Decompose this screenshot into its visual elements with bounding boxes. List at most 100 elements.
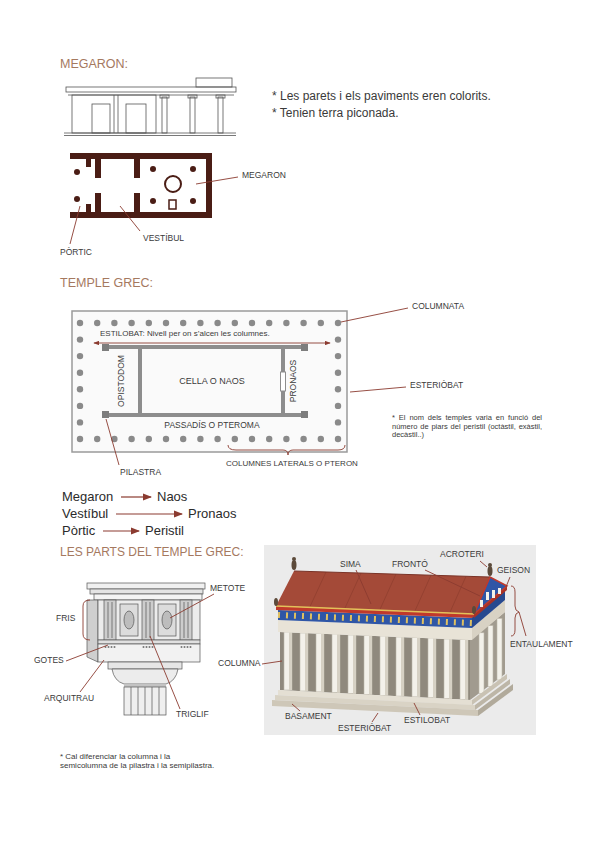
temple-plan [335,336,341,342]
temple-plan [72,311,347,452]
part-label: TRIGLIF [176,710,209,720]
leader-line [506,577,510,587]
temple-plan [77,436,83,442]
megaron-plan [165,176,181,192]
temple-perspective [276,606,474,614]
temple-perspective [488,626,493,687]
section-heading: MEGARON: [60,57,128,71]
temple-plan [146,320,152,326]
temple-plan [214,320,220,326]
section-heading: LES PARTS DEL TEMPLE GREC: [60,546,244,560]
megaron-elevation [196,78,232,87]
temple-plan [249,436,255,442]
leader-line [356,570,371,604]
doric-entablature [94,594,202,600]
doric-entablature [90,589,203,594]
temple-perspective [316,634,324,692]
leader-line [66,594,214,709]
temple-plan [281,372,286,391]
part-label: CELLA O NAOS [179,376,245,386]
temple-plan [102,344,109,351]
temple-perspective [412,638,420,697]
part-label: ENTAULAMENT [510,640,573,650]
temple-perspective [284,632,292,690]
temple-perspective [486,592,489,600]
temple-perspective [415,575,431,611]
doric-entablature [184,602,185,638]
leader-line [519,612,526,636]
part-label: BASAMENT [285,712,332,722]
temple-perspective [264,545,536,735]
temple-plan [281,347,285,372]
temple-plan [128,436,134,442]
doric-entablature [124,611,134,629]
temple-perspective [292,560,297,570]
megaron-plan [169,200,176,209]
megaron-elevation [114,95,115,133]
megaron-plan [101,159,134,212]
megaron-elevation [190,97,195,133]
temple-perspective [292,557,296,561]
temple-perspective [472,606,476,614]
part-label: COLUMNES LATERALS O PTERON [226,459,358,468]
temple-perspective [498,588,501,594]
temple-plan [104,345,306,349]
temple-plan [335,436,341,442]
doric-entablature [87,583,205,715]
megaron-elevation [216,95,225,98]
doric-entablature [146,646,148,648]
doric-entablature [184,646,186,648]
temple-perspective [396,637,404,696]
temple-perspective [274,598,278,606]
part-label: FRONTÓ [392,560,428,570]
temple-perspective [450,576,466,612]
part-label: ESTERIÒBAT [410,381,463,391]
doric-entablature [150,602,151,638]
megaron-plan [86,159,91,167]
term-box: Vestíbul [60,506,112,522]
temple-perspective [280,632,470,700]
megaron-plan [190,198,196,204]
leader-line [170,594,214,618]
temple-plan [77,320,83,326]
megaron-plan [74,196,80,202]
temple-plan [301,411,308,418]
temple-plan [138,347,142,415]
doric-entablature [131,687,132,715]
temple-plan [301,344,308,351]
term-text: Pronaos [188,506,238,522]
leader-line [262,661,282,664]
temple-plan [180,436,186,442]
doric-entablature [180,600,192,640]
term-text: Peristil [145,523,186,539]
temple-plan [77,419,83,425]
temple-plan [232,320,238,326]
term-text: Megaron [62,489,115,505]
mapping-arrow [103,530,139,531]
temple-perspective [433,638,436,698]
leader-line [94,343,330,344]
temple-plan [77,403,83,409]
temple-perspective [276,571,490,614]
temple-perspective [478,684,513,716]
megaron-plan [190,166,196,172]
temple-plan [111,320,117,326]
mapping-arrow [121,496,151,497]
doric-entablature [112,669,178,684]
doric-entablature [104,600,116,640]
doric-entablature [159,687,160,715]
temple-plan [128,320,134,326]
leader-line [511,586,519,636]
megaron-plan [95,178,101,193]
temple-plan [283,320,289,326]
doric-entablature [190,646,192,648]
temple-plan [163,320,169,326]
temple-plan [335,320,341,326]
temple-perspective [497,618,502,680]
doric-entablature [108,662,182,669]
temple-perspective [401,637,404,696]
temple-perspective [417,638,420,697]
leader-line [480,561,487,567]
doric-entablature [146,602,147,638]
part-label: ESTILOBAT: Nivell per on s’alcen les col… [100,329,270,338]
